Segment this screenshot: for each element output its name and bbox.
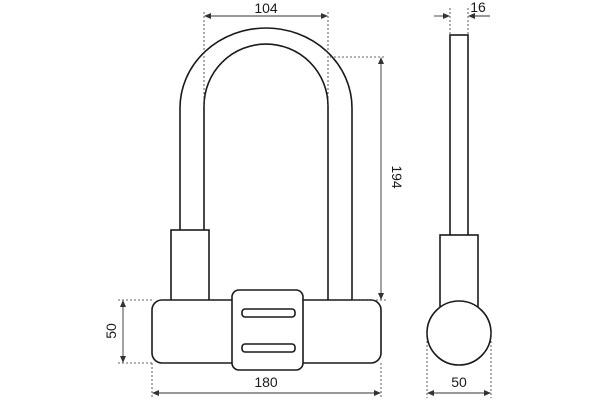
shackle-inner-outline [203, 43, 329, 300]
dimension-shackle-width: 104 [203, 0, 329, 108]
dim-label-50-height: 50 [103, 323, 119, 339]
key-slot-bottom [241, 343, 296, 353]
shackle-sleeve [170, 229, 210, 305]
dim-label-104: 104 [254, 0, 278, 16]
side-shackle [449, 34, 469, 241]
dimension-body-height: 50 [103, 299, 152, 364]
side-view [426, 34, 492, 366]
dimension-shackle-height: 194 [330, 56, 405, 301]
dim-label-180: 180 [254, 374, 278, 390]
dim-label-50-depth: 50 [451, 374, 467, 390]
side-body-circle [426, 300, 492, 366]
shackle-outer-outline [179, 27, 353, 300]
key-cylinder-plate [231, 289, 304, 371]
dimension-shackle-diameter: 16 [434, 0, 490, 35]
front-view [151, 27, 382, 371]
dimension-body-width: 180 [151, 363, 382, 398]
dim-label-16: 16 [470, 0, 486, 15]
dim-label-194: 194 [389, 165, 405, 189]
dimension-body-depth: 50 [426, 333, 492, 398]
key-slot-top [241, 308, 296, 318]
